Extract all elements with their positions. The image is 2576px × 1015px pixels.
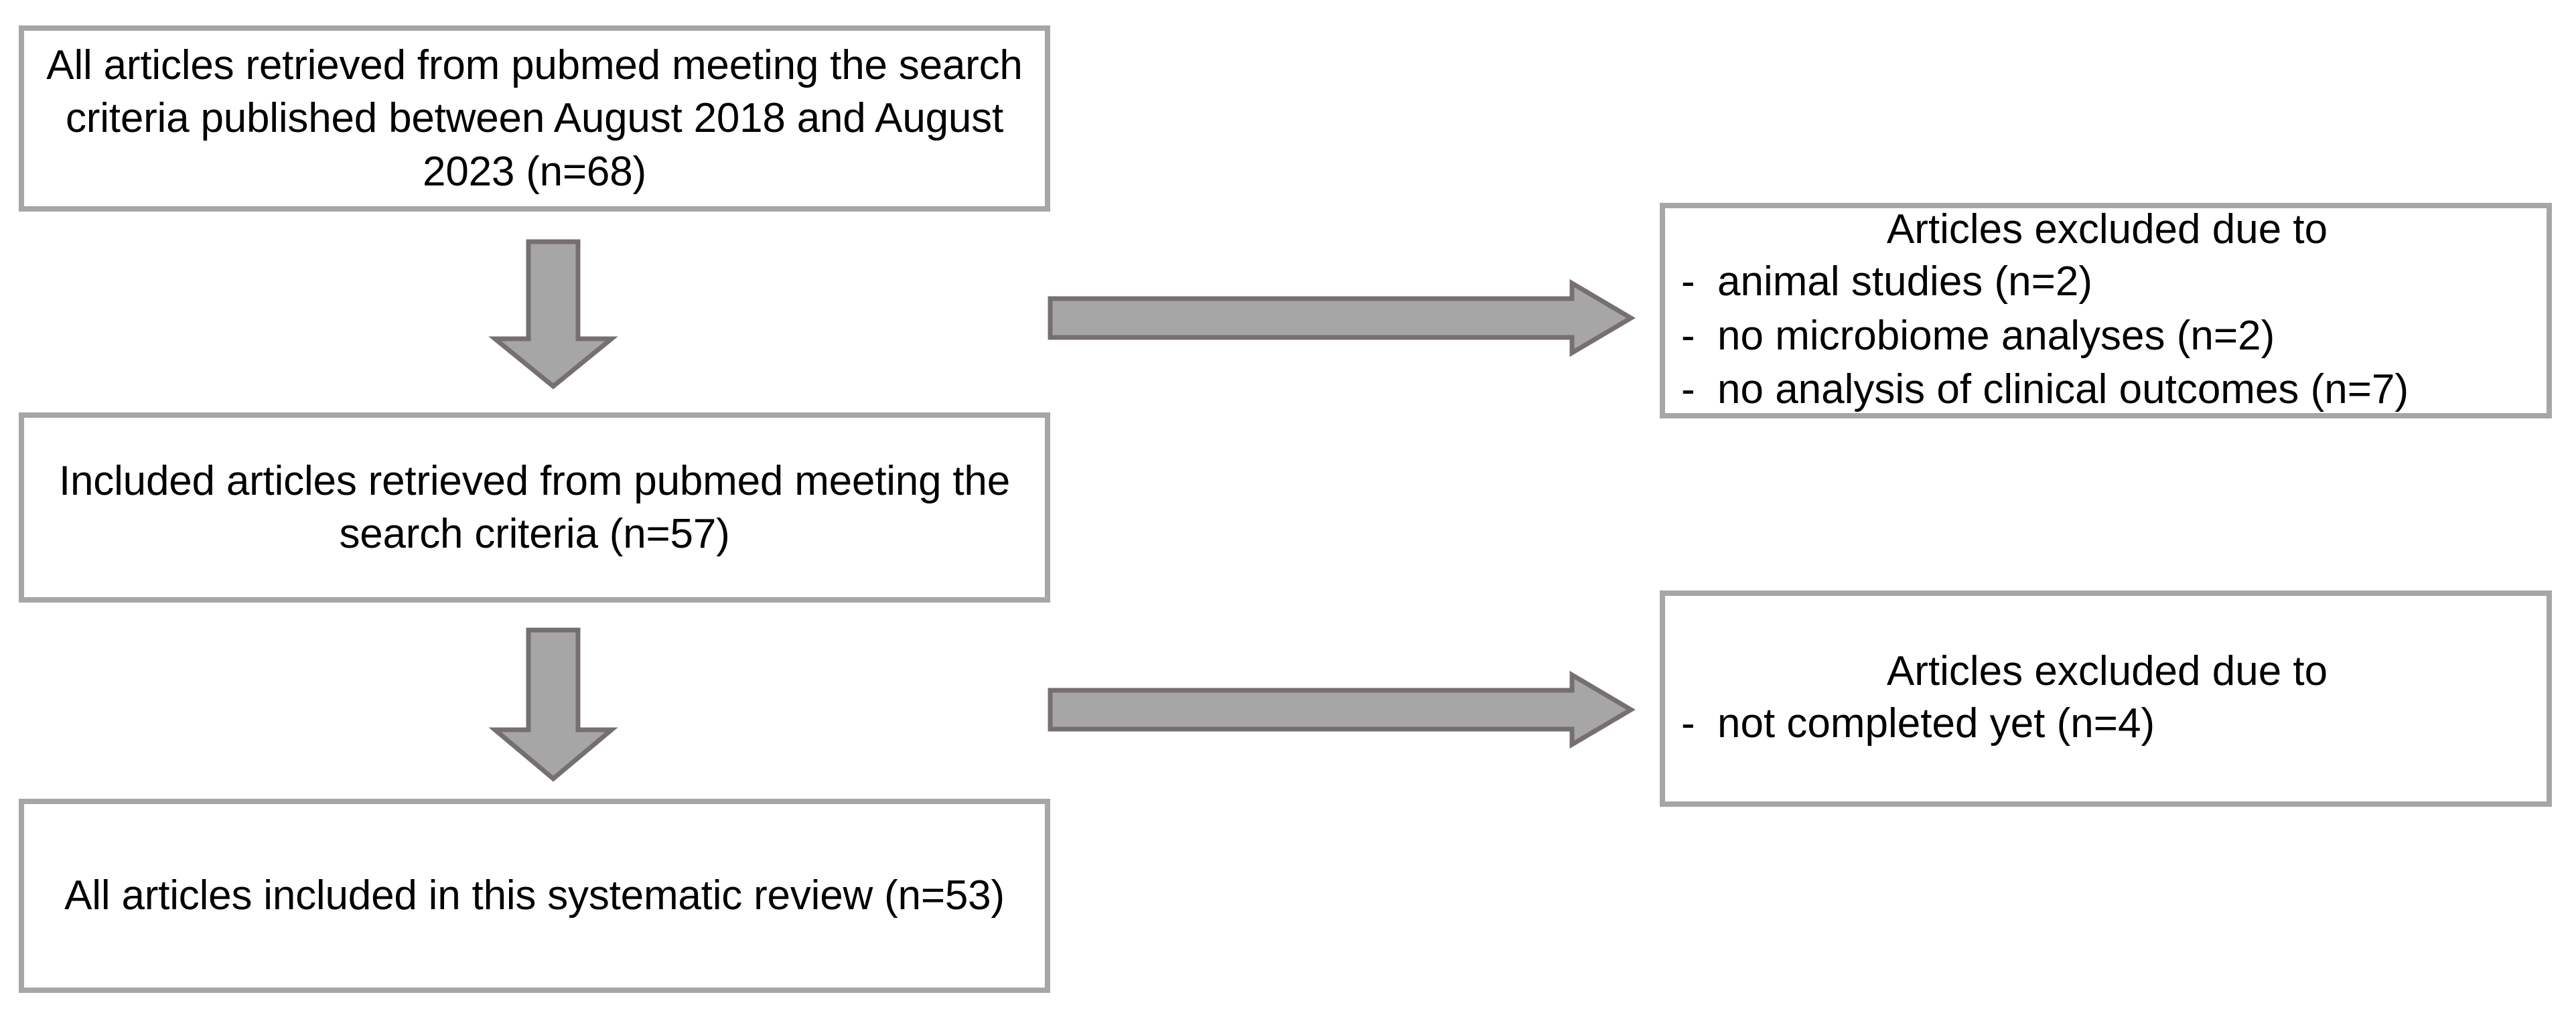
- bullet-dash-icon: -: [1681, 312, 1695, 359]
- exclusion-box-2-title: Articles excluded due to: [1886, 648, 2328, 695]
- exclusion-box-1-list: - animal studies (n=2) - no microbiome a…: [1681, 255, 2547, 417]
- exclusion-box-2-list: - not completed yet (n=4): [1681, 697, 2547, 751]
- exclusion-reason: animal studies (n=2): [1717, 258, 2092, 305]
- exclusion-box-1-title: Articles excluded due to: [1886, 206, 2328, 253]
- bullet-dash-icon: -: [1681, 700, 1695, 747]
- exclusion-list-item: - not completed yet (n=4): [1681, 697, 2547, 751]
- exclusion-reason: no analysis of clinical outcomes (n=7): [1717, 366, 2409, 413]
- bullet-dash-icon: -: [1681, 366, 1695, 413]
- flow-box-retrieved: All articles retrieved from pubmed meeti…: [19, 25, 1050, 212]
- exclusion-reason: no microbiome analyses (n=2): [1717, 312, 2275, 359]
- right-arrow-2-icon: [1048, 670, 1636, 749]
- flow-box-retrieved-text: All articles retrieved from pubmed meeti…: [46, 42, 1023, 195]
- right-arrow-1-icon: [1048, 279, 1636, 358]
- down-arrow-1-icon: [486, 239, 620, 390]
- exclusion-list-item: - animal studies (n=2): [1681, 255, 2547, 309]
- bullet-dash-icon: -: [1681, 258, 1695, 305]
- flow-box-final-included: All articles included in this systematic…: [19, 799, 1050, 993]
- exclusion-box-2: Articles excluded due to - not completed…: [1660, 591, 2552, 807]
- exclusion-list-item: - no microbiome analyses (n=2): [1681, 309, 2547, 364]
- flow-box-included-retrieved: Included articles retrieved from pubmed …: [19, 412, 1050, 603]
- exclusion-box-1: Articles excluded due to - animal studie…: [1660, 203, 2552, 418]
- flow-box-final-included-text: All articles included in this systematic…: [64, 872, 1005, 919]
- exclusion-list-item: - no analysis of clinical outcomes (n=7): [1681, 363, 2547, 417]
- flow-box-included-retrieved-text: Included articles retrieved from pubmed …: [59, 457, 1010, 557]
- exclusion-reason: not completed yet (n=4): [1717, 700, 2155, 747]
- down-arrow-2-icon: [486, 627, 620, 782]
